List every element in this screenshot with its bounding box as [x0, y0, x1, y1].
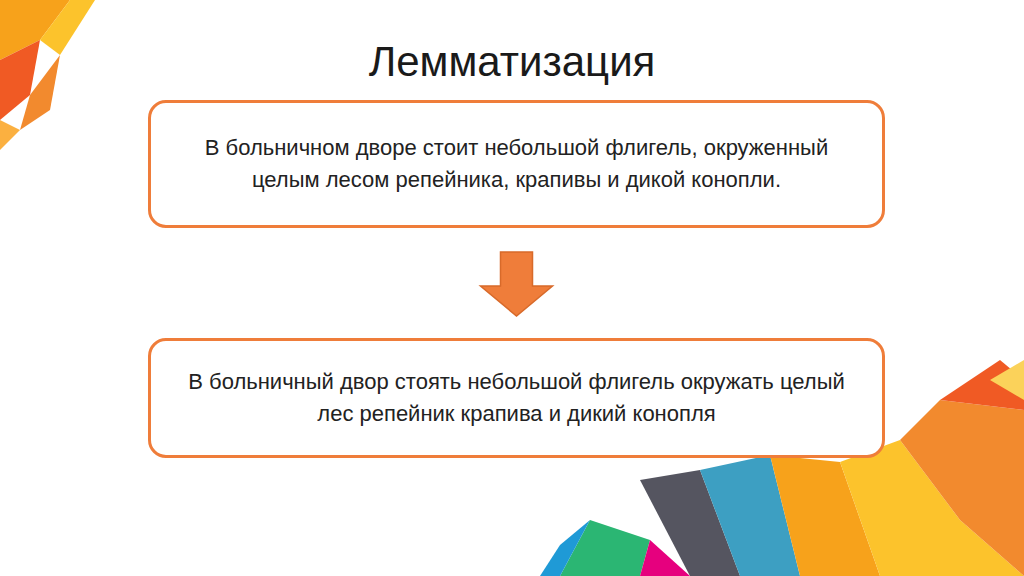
text-box: В больничный двор стоять небольшой флиге… [148, 338, 885, 458]
decor-shape [0, 120, 20, 150]
decor-shape [20, 55, 60, 130]
decor-shape [540, 520, 590, 576]
decor-shape [990, 360, 1024, 400]
slide-title: Лемматизация [0, 38, 1024, 86]
decor-shape [900, 400, 1024, 576]
decor-shape [40, 0, 95, 55]
block-arrow [481, 252, 553, 316]
decor-shape [640, 540, 690, 576]
box-text: В больничном дворе стоит небольшой флиге… [171, 132, 862, 196]
decor-shape [940, 360, 1024, 410]
box-text: В больничный двор стоять небольшой флиге… [171, 366, 862, 430]
text-box: В больничном дворе стоит небольшой флиге… [148, 100, 885, 228]
